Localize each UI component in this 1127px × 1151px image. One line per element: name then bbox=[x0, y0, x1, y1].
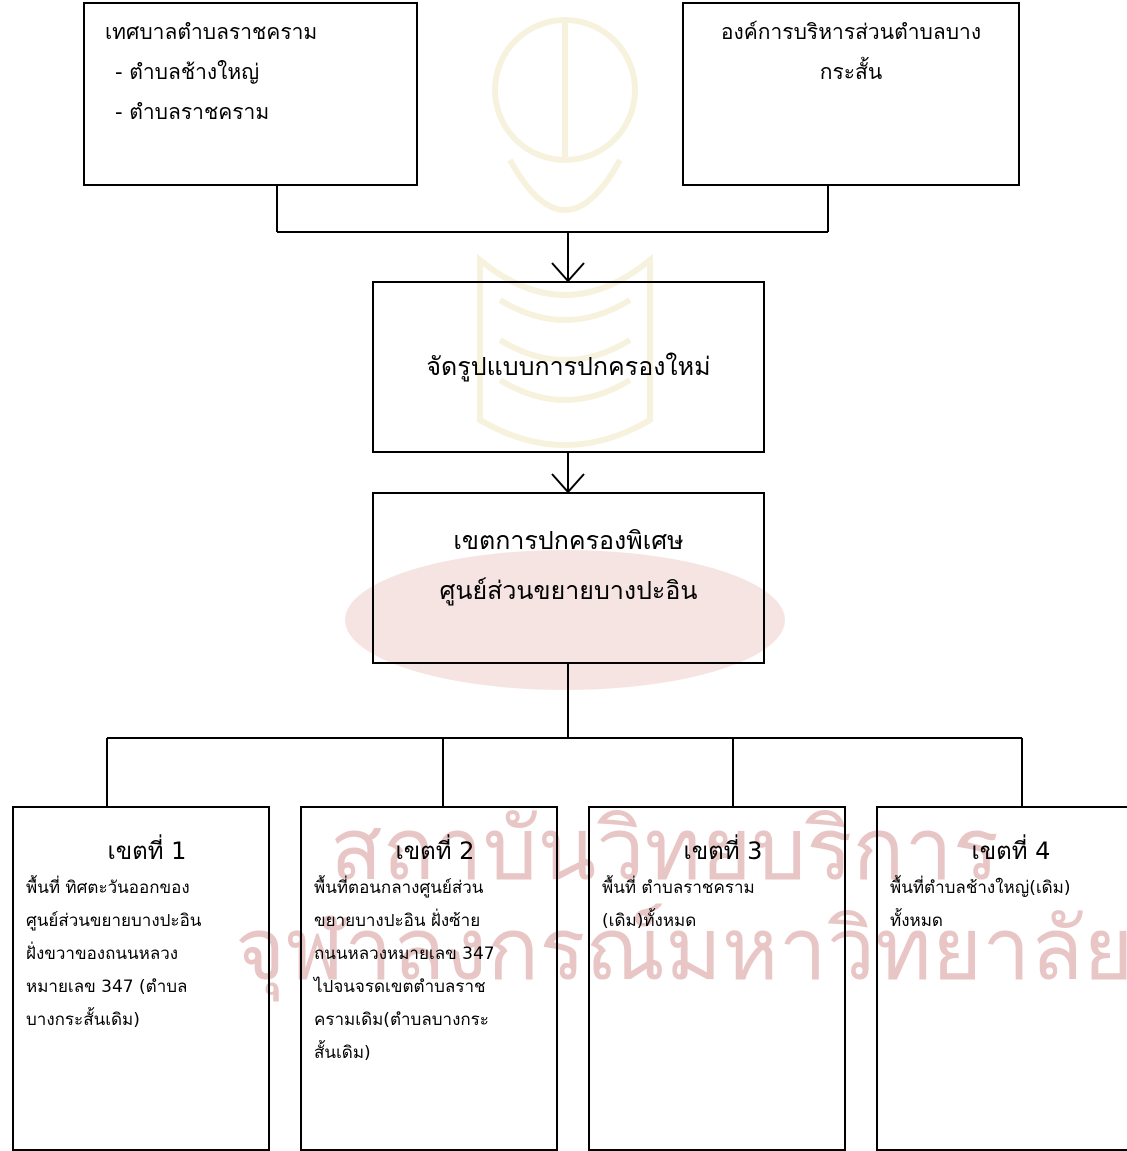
zone-box-2: เขตที่ 2 พื้นที่ตอนกลางศูนย์ส่วน ขยายบาง… bbox=[300, 806, 558, 1151]
zone-box-1: เขตที่ 1 พื้นที่ ทิศตะวันออกของ ศูนย์ส่ว… bbox=[12, 806, 270, 1151]
tambon-admin-line-1: องค์การบริหารส่วนตำบลบาง bbox=[720, 20, 982, 44]
tambon-admin-line-2: กระสั้น bbox=[819, 60, 883, 84]
zone-desc-2: พื้นที่ตอนกลางศูนย์ส่วน ขยายบางปะอิน ฝั่… bbox=[314, 878, 495, 1063]
zone-title-4: เขตที่ 4 bbox=[971, 837, 1051, 865]
zone-desc-3: พื้นที่ ตำบลราชคราม (เดิม)ทั้งหมด bbox=[602, 878, 755, 931]
zone-title-1: เขตที่ 1 bbox=[107, 837, 187, 865]
municipality-item-2: - ตำบลราชคราม bbox=[115, 100, 270, 124]
zone-title-3: เขตที่ 3 bbox=[683, 837, 763, 865]
zone-desc-4: พื้นที่ตำบลช้างใหญ่(เดิม) ทั้งหมด bbox=[890, 878, 1071, 931]
zone-title-2: เขตที่ 2 bbox=[395, 837, 475, 865]
reorganization-box: จัดรูปแบบการปกครองใหม่ bbox=[372, 281, 765, 453]
municipality-title: เทศบาลตำบลราชคราม bbox=[105, 20, 318, 44]
zone-desc-1: พื้นที่ ทิศตะวันออกของ ศูนย์ส่วนขยายบางป… bbox=[26, 878, 202, 1030]
municipality-box: เทศบาลตำบลราชคราม - ตำบลช้างใหญ่ - ตำบลร… bbox=[83, 2, 418, 186]
tambon-admin-box: องค์การบริหารส่วนตำบลบาง กระสั้น bbox=[682, 2, 1020, 186]
municipality-item-1: - ตำบลช้างใหญ่ bbox=[115, 60, 260, 84]
zone-box-4: เขตที่ 4 พื้นที่ตำบลช้างใหญ่(เดิม) ทั้งห… bbox=[876, 806, 1127, 1151]
special-zone-box: เขตการปกครองพิเศษ ศูนย์ส่วนขยายบางปะอิน bbox=[372, 492, 765, 664]
special-zone-line-2: ศูนย์ส่วนขยายบางปะอิน bbox=[439, 576, 698, 605]
reorganization-label: จัดรูปแบบการปกครองใหม่ bbox=[426, 352, 711, 381]
special-zone-line-1: เขตการปกครองพิเศษ bbox=[453, 526, 684, 555]
zone-box-3: เขตที่ 3 พื้นที่ ตำบลราชคราม (เดิม)ทั้งห… bbox=[588, 806, 846, 1151]
